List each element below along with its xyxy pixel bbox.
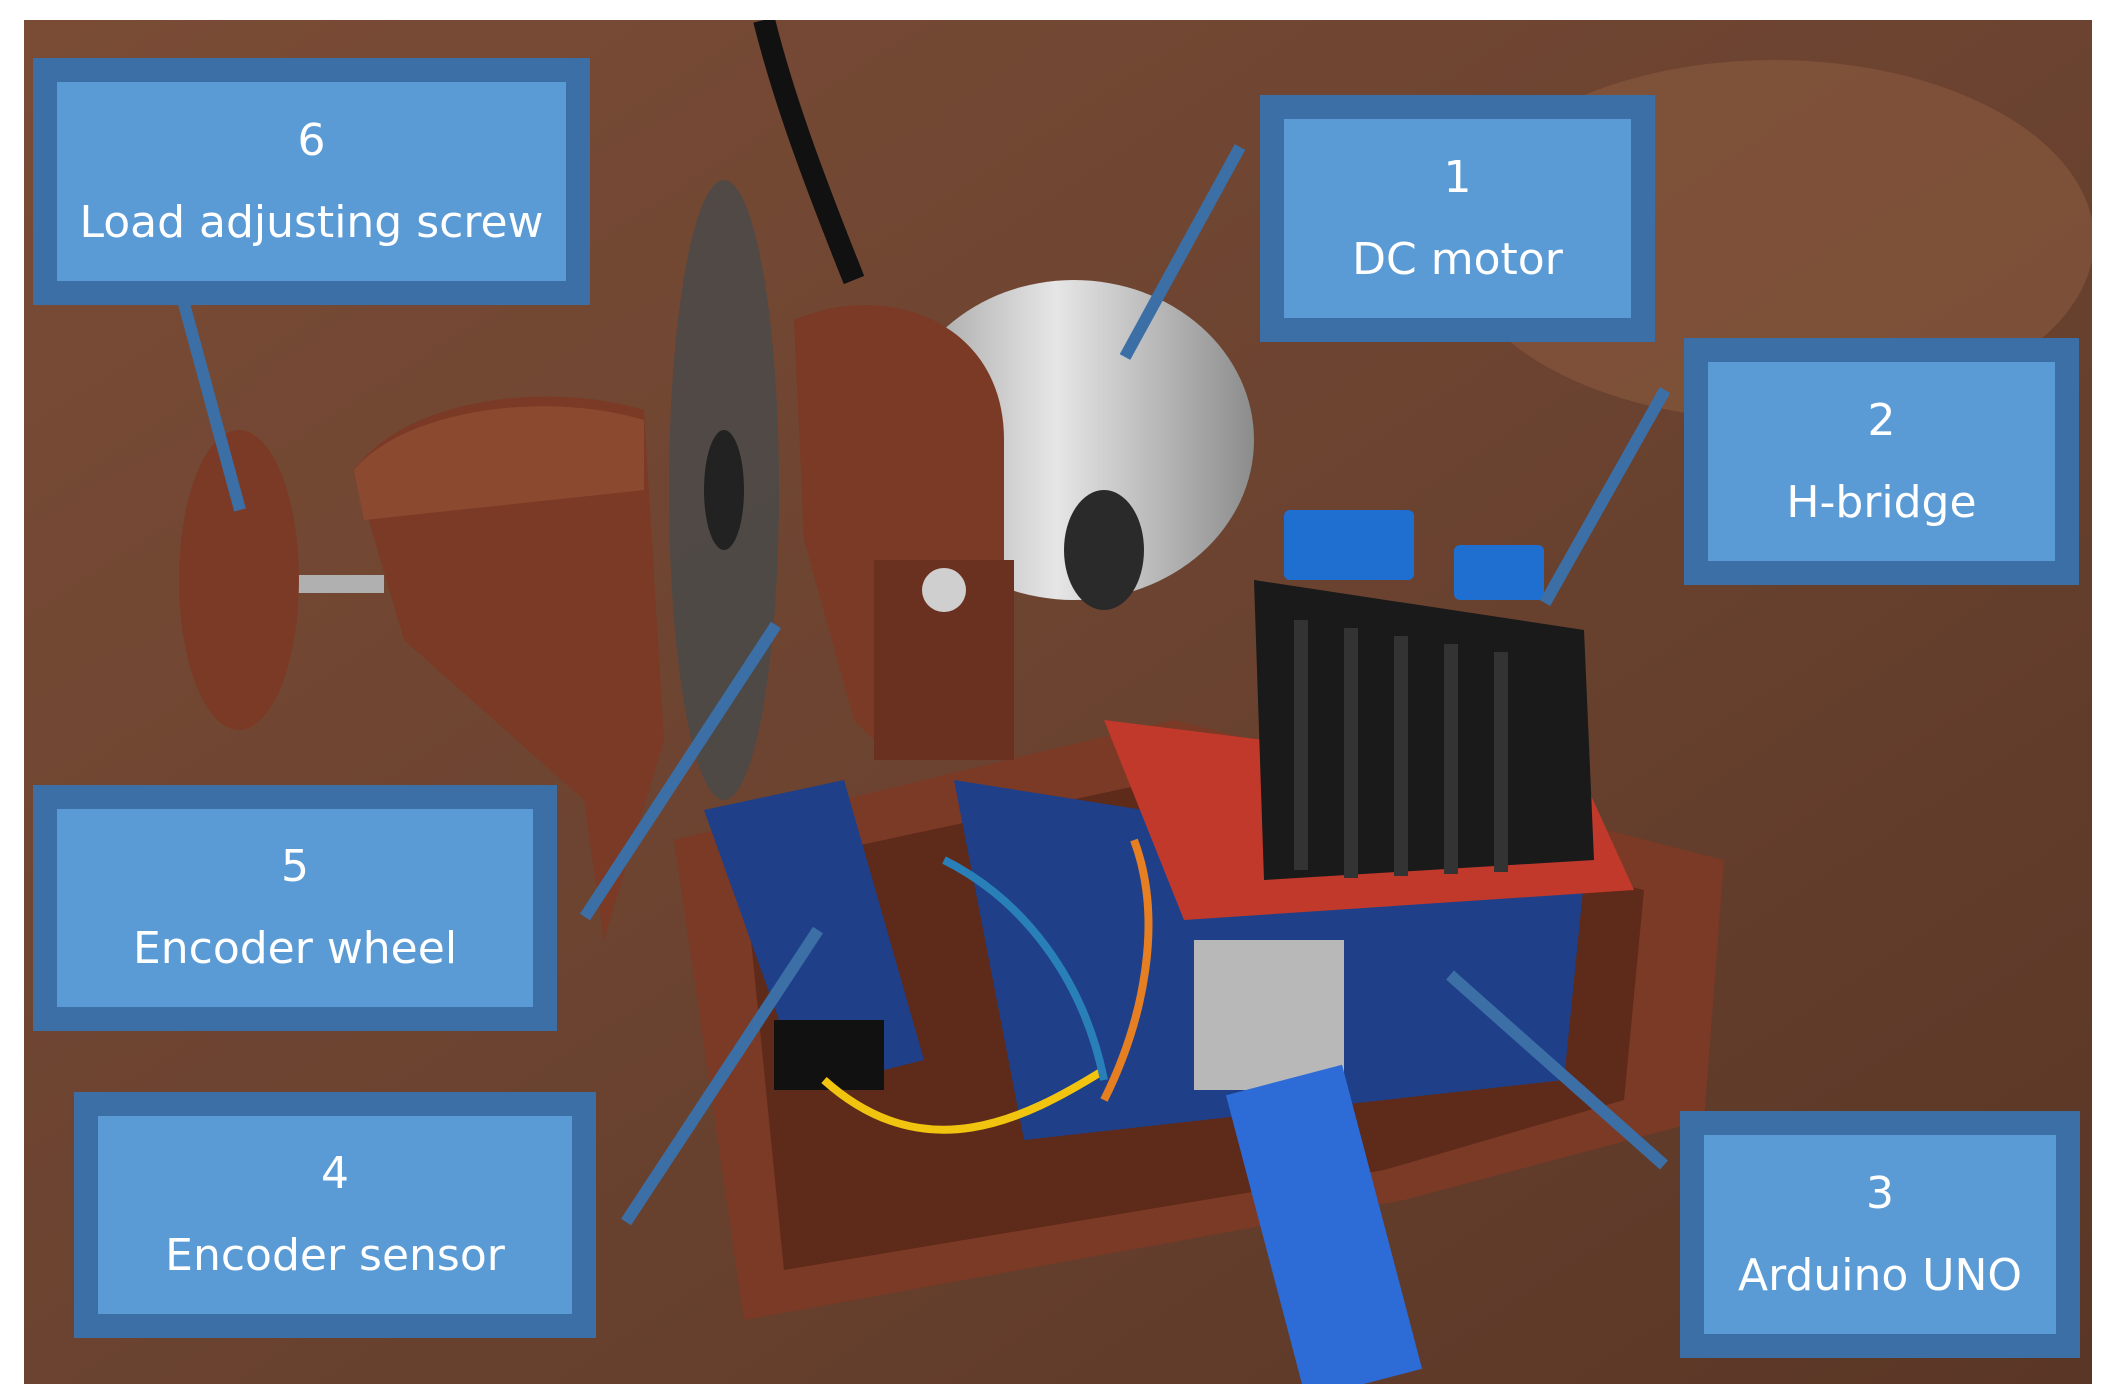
callout-label: DC motor [1352,233,1563,285]
leader-line-1 [1119,144,1246,360]
callout-number: 6 [297,114,326,166]
power-cable [753,20,865,285]
callout-h-bridge: 2 H-bridge [1684,338,2079,585]
callout-arduino-uno: 3 Arduino UNO [1680,1111,2080,1358]
screw-knob [179,430,299,730]
callout-label: Encoder sensor [165,1230,505,1281]
callout-number: 3 [1866,1167,1894,1219]
callout-encoder-sensor: 4 Encoder sensor [74,1092,596,1338]
callout-number: 1 [1443,151,1472,203]
encoder-wires [821,1066,1107,1134]
callout-dc-motor: 1 DC motor [1260,95,1655,342]
callout-number: 5 [281,841,309,892]
heatsink [1254,580,1594,880]
apparatus-photo [24,20,2092,1384]
leader-line-2 [1539,387,1671,606]
terminal-blocks [1284,510,1544,600]
leader-line-5 [579,621,782,921]
usb-cable [1225,1064,1423,1384]
screw-shaft [274,575,384,593]
callout-label: H-bridge [1786,476,1977,528]
leader-line-3 [1446,970,1668,1170]
callout-label: Load adjusting screw [79,196,544,248]
leader-line-6 [177,298,246,512]
callout-number: 2 [1867,394,1896,446]
callout-label: Encoder wheel [132,923,458,974]
callout-label: Arduino UNO [1737,1249,2022,1301]
load-housing [354,396,664,940]
callout-number: 4 [321,1148,349,1199]
usb-connector [1194,940,1344,1090]
leader-line-4 [620,926,824,1226]
callout-load-adjusting-screw: 6 Load adjusting screw [33,58,590,305]
callout-encoder-wheel: 5 Encoder wheel [33,785,557,1031]
